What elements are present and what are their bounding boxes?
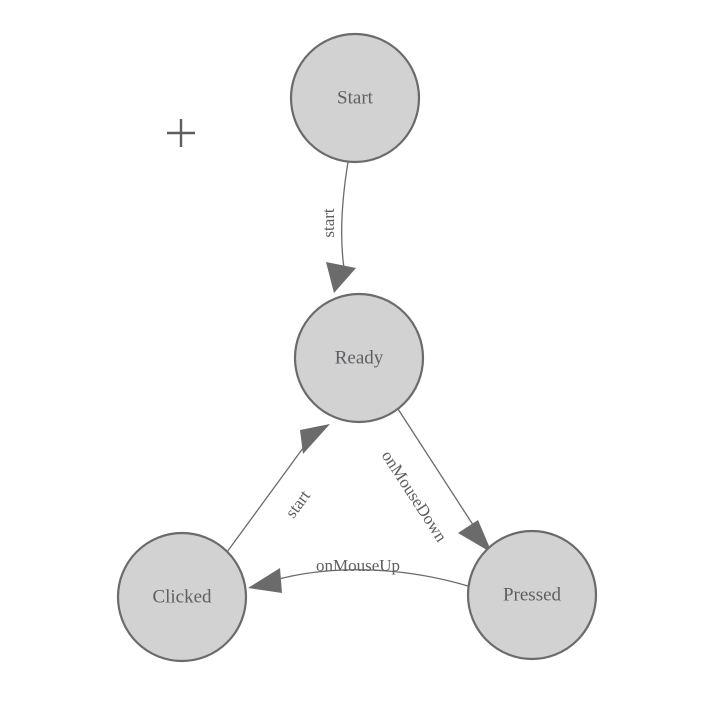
edge-label-pressed-to-clicked: onMouseUp	[316, 556, 400, 575]
edge-start-to-ready-path[interactable]	[341, 161, 349, 269]
edge-clicked-to-ready[interactable]: start	[226, 424, 330, 553]
edge-clicked-to-ready-path[interactable]	[226, 443, 307, 553]
edge-clicked-to-ready-arrowhead	[300, 424, 330, 454]
node-ready-circle[interactable]	[293, 292, 425, 424]
edge-ready-to-pressed[interactable]: onMouseDown	[378, 408, 492, 553]
node-pressed[interactable]: Pressed	[466, 529, 598, 661]
edge-pressed-to-clicked-arrowhead	[248, 568, 282, 593]
node-ready-label: Ready	[335, 347, 384, 368]
edge-ready-to-pressed-path[interactable]	[397, 408, 478, 532]
node-start[interactable]: Start	[289, 32, 421, 164]
node-clicked-circle[interactable]	[116, 531, 248, 663]
edge-pressed-to-clicked-path[interactable]	[274, 569, 469, 587]
node-ready[interactable]: Ready	[293, 292, 425, 424]
edge-start-to-ready[interactable]: start	[319, 161, 356, 293]
edge-label-ready-to-pressed: onMouseDown	[378, 447, 451, 546]
edge-label-clicked-to-ready: start	[281, 486, 314, 521]
node-start-circle[interactable]	[289, 32, 421, 164]
edge-pressed-to-clicked[interactable]: onMouseUp	[248, 556, 469, 593]
node-clicked-label: Clicked	[152, 586, 212, 607]
edge-start-to-ready-arrowhead	[326, 262, 356, 293]
node-start-label: Start	[337, 87, 374, 108]
edge-label-start-to-ready: start	[319, 208, 338, 238]
node-pressed-circle[interactable]	[466, 529, 598, 661]
node-clicked[interactable]: Clicked	[116, 531, 248, 663]
node-pressed-label: Pressed	[503, 584, 562, 605]
crosshair-marker[interactable]	[167, 119, 195, 147]
edge-ready-to-pressed-arrowhead	[458, 520, 492, 553]
